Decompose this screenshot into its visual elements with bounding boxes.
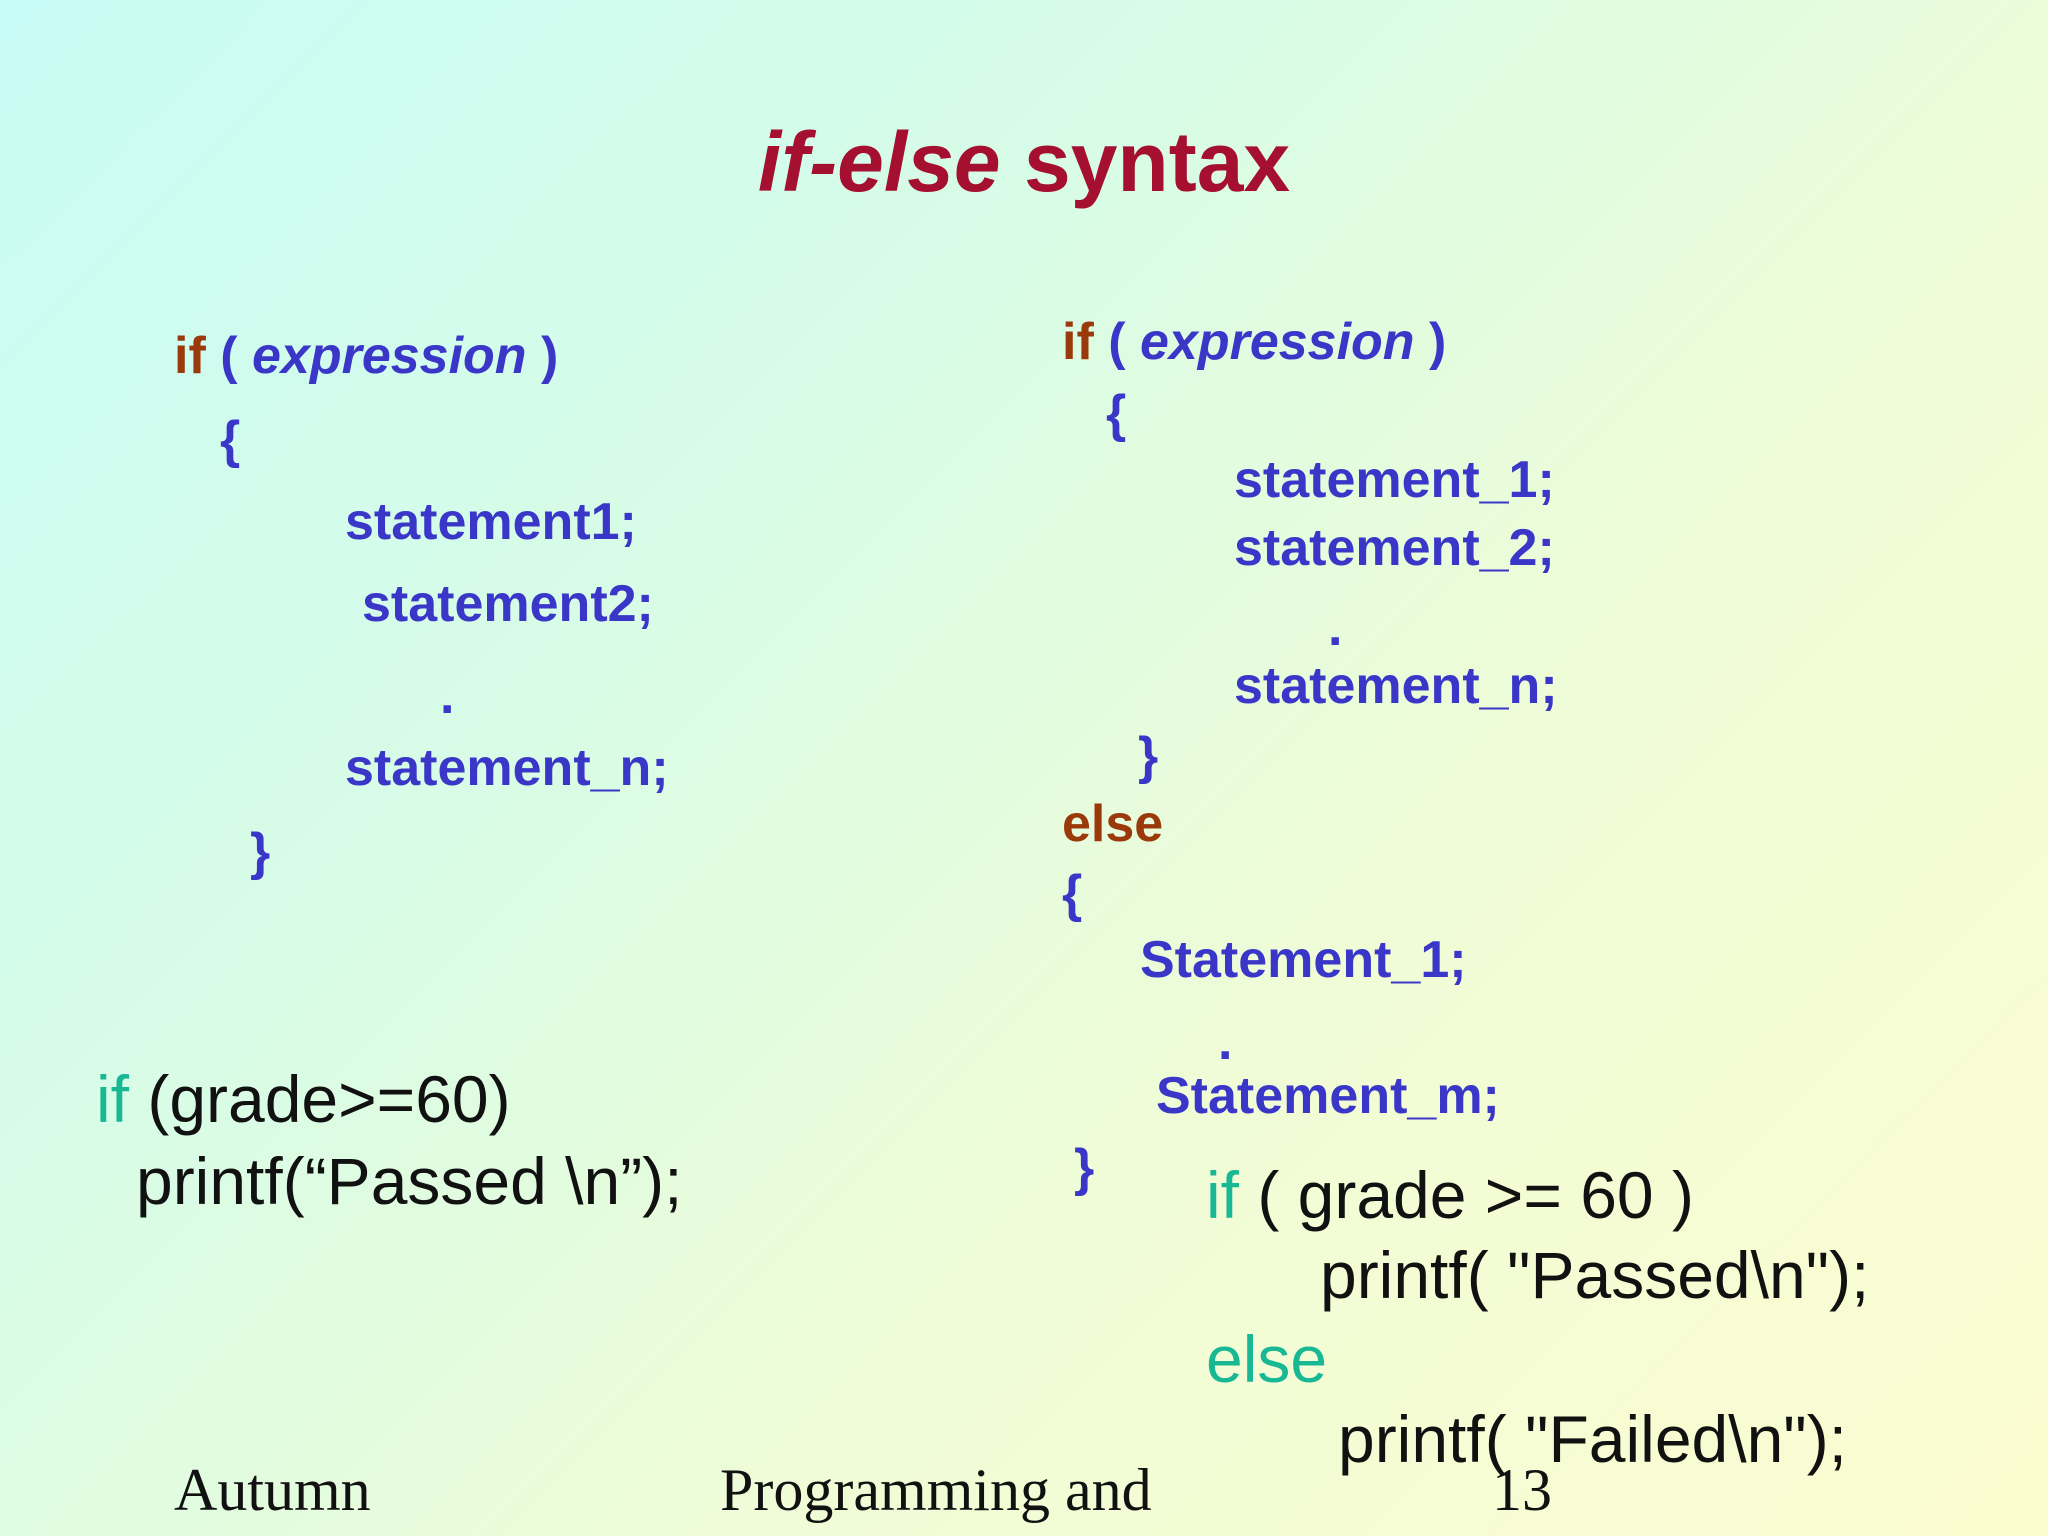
left-if-keyword: if bbox=[174, 327, 206, 385]
right-open-paren: ( bbox=[1093, 313, 1140, 371]
example-if-condition: (grade>=60) bbox=[129, 1062, 511, 1136]
example-ifelse-else-line: else bbox=[1206, 1320, 1327, 1398]
right-statement-1: statement_1; bbox=[1234, 451, 1555, 509]
left-expression: expression bbox=[251, 327, 527, 385]
left-ellipsis-dot: . bbox=[440, 667, 455, 725]
footer-left: Autumn bbox=[174, 1457, 371, 1523]
right-close-brace-2: } bbox=[1074, 1139, 1095, 1197]
right-else-keyword: else bbox=[1062, 795, 1164, 853]
right-close-brace-1: } bbox=[1138, 727, 1159, 785]
example-ifelse-else-keyword: else bbox=[1206, 1322, 1328, 1396]
right-open-brace-2: { bbox=[1062, 865, 1083, 923]
example-if-body: printf(“Passed \n”); bbox=[136, 1144, 683, 1218]
right-expression: expression bbox=[1139, 313, 1415, 371]
title-italic-part: if-else bbox=[757, 115, 1001, 209]
left-statement-n: statement_n; bbox=[345, 739, 669, 797]
right-statement-n: statement_n; bbox=[1234, 657, 1558, 715]
example-ifelse-else-body: printf( "Failed\n"); bbox=[1338, 1402, 1848, 1476]
right-ellipsis-dot-1: . bbox=[1328, 599, 1343, 657]
example-ifelse-if-keyword: if bbox=[1206, 1158, 1239, 1232]
example-if-keyword: if bbox=[96, 1062, 129, 1136]
right-open-brace-1: { bbox=[1106, 385, 1127, 443]
slide-title: if-else syntax bbox=[0, 112, 2048, 212]
example-ifelse-condition: ( grade >= 60 ) bbox=[1239, 1158, 1694, 1232]
left-close-paren: ) bbox=[526, 327, 559, 385]
left-statement1: statement1; bbox=[345, 493, 637, 551]
example-ifelse-then-body: printf( "Passed\n"); bbox=[1320, 1238, 1870, 1312]
right-ellipsis-dot-2: . bbox=[1218, 1013, 1233, 1071]
right-else-keyword-line: else bbox=[1062, 794, 1163, 854]
right-statement-2: statement_2; bbox=[1234, 519, 1555, 577]
footer-center: Programming and bbox=[720, 1457, 1152, 1523]
title-rest: syntax bbox=[1000, 115, 1291, 209]
right-else-statement-m: Statement_m; bbox=[1156, 1067, 1500, 1125]
left-if-line: if ( expression ) bbox=[174, 326, 558, 386]
left-statement2: statement2; bbox=[362, 575, 654, 633]
right-if-keyword: if bbox=[1062, 313, 1094, 371]
example-ifelse-if-line: if ( grade >= 60 ) bbox=[1206, 1156, 1694, 1234]
footer-page-number: 13 bbox=[1492, 1457, 1552, 1523]
right-if-line: if ( expression ) bbox=[1062, 312, 1446, 372]
right-else-statement-1: Statement_1; bbox=[1140, 931, 1467, 989]
left-close-brace: } bbox=[250, 823, 271, 881]
left-open-brace: { bbox=[220, 411, 241, 469]
right-close-paren: ) bbox=[1414, 313, 1447, 371]
left-open-paren: ( bbox=[205, 327, 252, 385]
example-if-line: if (grade>=60) bbox=[96, 1060, 511, 1138]
